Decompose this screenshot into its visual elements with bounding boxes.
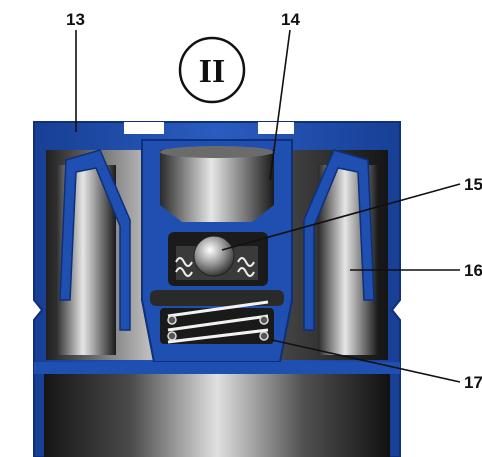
callout-14: 14 (281, 10, 300, 29)
coil-spring (167, 300, 269, 344)
callout-16: 16 (464, 261, 482, 280)
callout-15: 15 (464, 175, 482, 194)
check-ball (193, 235, 235, 277)
leader-lines (75, 29, 461, 383)
seal-lips (59, 149, 375, 331)
view-marker: II (178, 36, 246, 104)
seat-spring (175, 257, 255, 277)
callout-17: 17 (464, 373, 482, 392)
bottom-bore (34, 362, 400, 457)
callout-13: 13 (66, 10, 85, 29)
svg-text:II: II (199, 53, 225, 90)
